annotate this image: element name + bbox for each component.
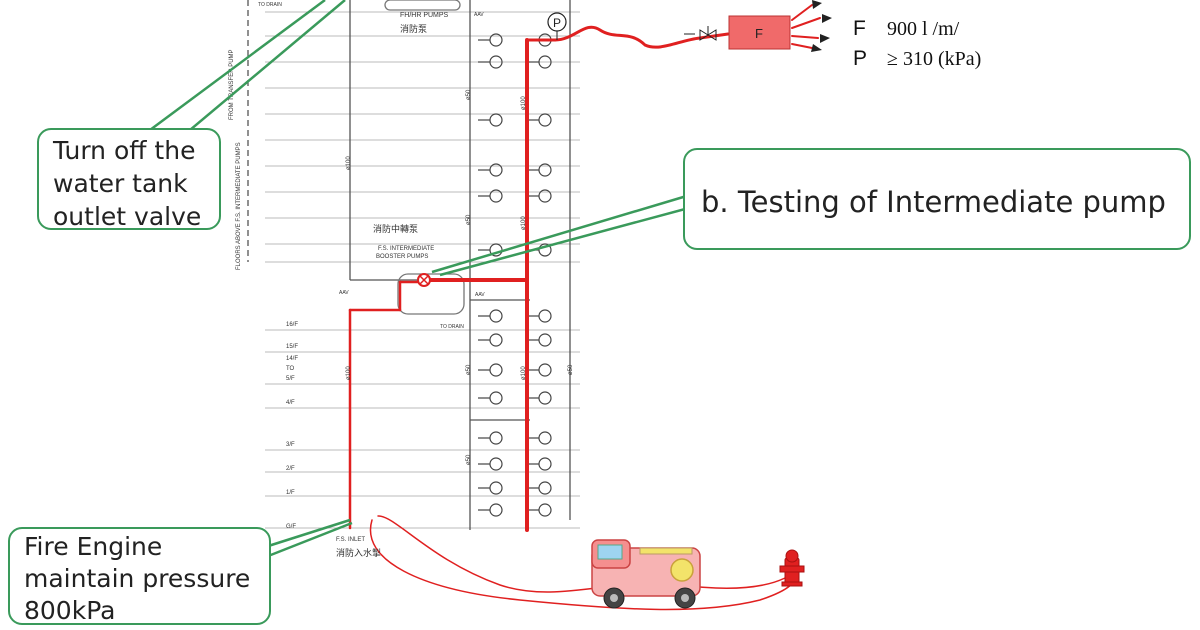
svg-text:AAV: AAV [475,292,485,298]
svg-text:TO DRAIN: TO DRAIN [258,2,282,8]
floor-label: 4/F [286,400,295,406]
floor-labels: 16/F 15/F 14/F TO 5/F 4/F 3/F 2/F 1/F G/F [286,322,298,530]
svg-text:TO DRAIN: TO DRAIN [440,324,464,330]
svg-text:ø50: ø50 [466,454,472,465]
svg-text:ø50: ø50 [568,364,574,375]
floor-label: G/F [286,524,296,530]
svg-text:ø100: ø100 [521,216,527,230]
svg-text:ø50: ø50 [466,364,472,375]
floor-label: 14/F [286,356,298,362]
hose-reel-symbol [489,333,503,347]
hose-reel-symbol [538,391,552,405]
flow-test-box [728,15,791,50]
hose-reel-symbol [538,431,552,445]
floor-lines [265,11,580,529]
pressure-symbol: P [853,47,868,70]
hose-reel-symbol [489,503,503,517]
svg-text:P: P [553,16,561,30]
svg-text:BOOSTER PUMPS: BOOSTER PUMPS [376,254,428,260]
svg-text:ø100: ø100 [521,96,527,110]
hose-reel-symbol [538,457,552,471]
hose-reel-symbol [538,363,552,377]
hose-reel-symbol [538,113,552,127]
callout-turn-off-tank-valve: Turn off the water tank outlet valve [37,128,221,231]
spray-arrowheads [811,0,832,52]
svg-text:ø100: ø100 [521,366,527,380]
floor-label: 1/F [286,490,295,496]
flow-value: 900 l /m/ [887,18,960,40]
callout-tank-line-2: water tank [53,169,188,198]
outlet-valve [684,26,717,41]
callout-tank-line-3: outlet valve [53,202,202,231]
intermediate-pump-marker [417,273,431,287]
svg-text:ø100: ø100 [346,156,352,170]
svg-text:FLOORS ABOVE F.S. INTERMEDIATE: FLOORS ABOVE F.S. INTERMEDIATE PUMPS [236,142,242,270]
hose-reel-symbol [489,481,503,495]
drawing-labels: FH/HR PUMPS 消防泵 TO DRAIN 消防中轉泵 F.S. INTE… [229,2,574,558]
hose-reel-symbol [538,503,552,517]
svg-text:FH/HR PUMPS: FH/HR PUMPS [400,12,449,19]
svg-text:F.S. INLET: F.S. INLET [336,537,365,543]
hose-reel-symbol [489,457,503,471]
floor-label: TO [286,366,295,372]
svg-text:ø50: ø50 [466,89,472,100]
callout-engine-line-1: Fire Engine [24,532,163,561]
svg-text:ø100: ø100 [346,366,352,380]
flow-spec: F 900 l /m/ [853,17,959,41]
hose-reel-symbol [538,309,552,323]
svg-text:消防入水掣: 消防入水掣 [336,547,381,558]
svg-text:AAV: AAV [474,12,484,18]
callout-pointers [149,0,701,562]
hose-reel-symbol [538,333,552,347]
flow-test-box-label: F [755,26,763,41]
floor-label: 5/F [286,376,295,382]
callout-tank-line-1: Turn off the [53,136,196,165]
svg-text:消防泵: 消防泵 [400,23,427,34]
black-pipes [247,0,571,530]
svg-text:消防中轉泵: 消防中轉泵 [373,223,418,234]
svg-text:ø50: ø50 [466,214,472,225]
floor-label: 15/F [286,344,298,350]
floor-label: 3/F [286,442,295,448]
floor-label: 2/F [286,466,295,472]
callout-fire-engine-pressure: Fire Engine maintain pressure 800kPa [8,527,271,625]
fire-engine-icon [591,539,701,609]
hose-reel-symbol [489,431,503,445]
svg-text:F.S. INTERMEDIATE: F.S. INTERMEDIATE [378,246,434,252]
hose-reel-symbol [489,309,503,323]
red-pipes [348,4,821,611]
hose-reel-symbol [489,363,503,377]
callout-testing-intermediate-pump: b. Testing of Intermediate pump [683,148,1191,250]
fire-hydrant-icon [779,549,805,587]
callout-engine-line-3: 800kPa [24,596,116,625]
hose-reel-symbol [489,113,503,127]
flow-symbol: F [853,17,866,40]
pressure-value: ≥ 310 (kPa) [887,48,982,70]
hose-reel-symbol [538,481,552,495]
callout-pump-text: b. Testing of Intermediate pump [701,185,1166,219]
svg-text:FROM TRANSFER PUMP: FROM TRANSFER PUMP [229,49,235,120]
pressure-spec: P ≥ 310 (kPa) [853,47,981,71]
pump-symbols [478,33,552,517]
svg-text:AAV: AAV [339,290,349,296]
hose-reel-symbol [489,391,503,405]
floor-label: 16/F [286,322,298,328]
callout-engine-line-2: maintain pressure [24,564,251,593]
pressure-gauge: P [547,12,567,40]
